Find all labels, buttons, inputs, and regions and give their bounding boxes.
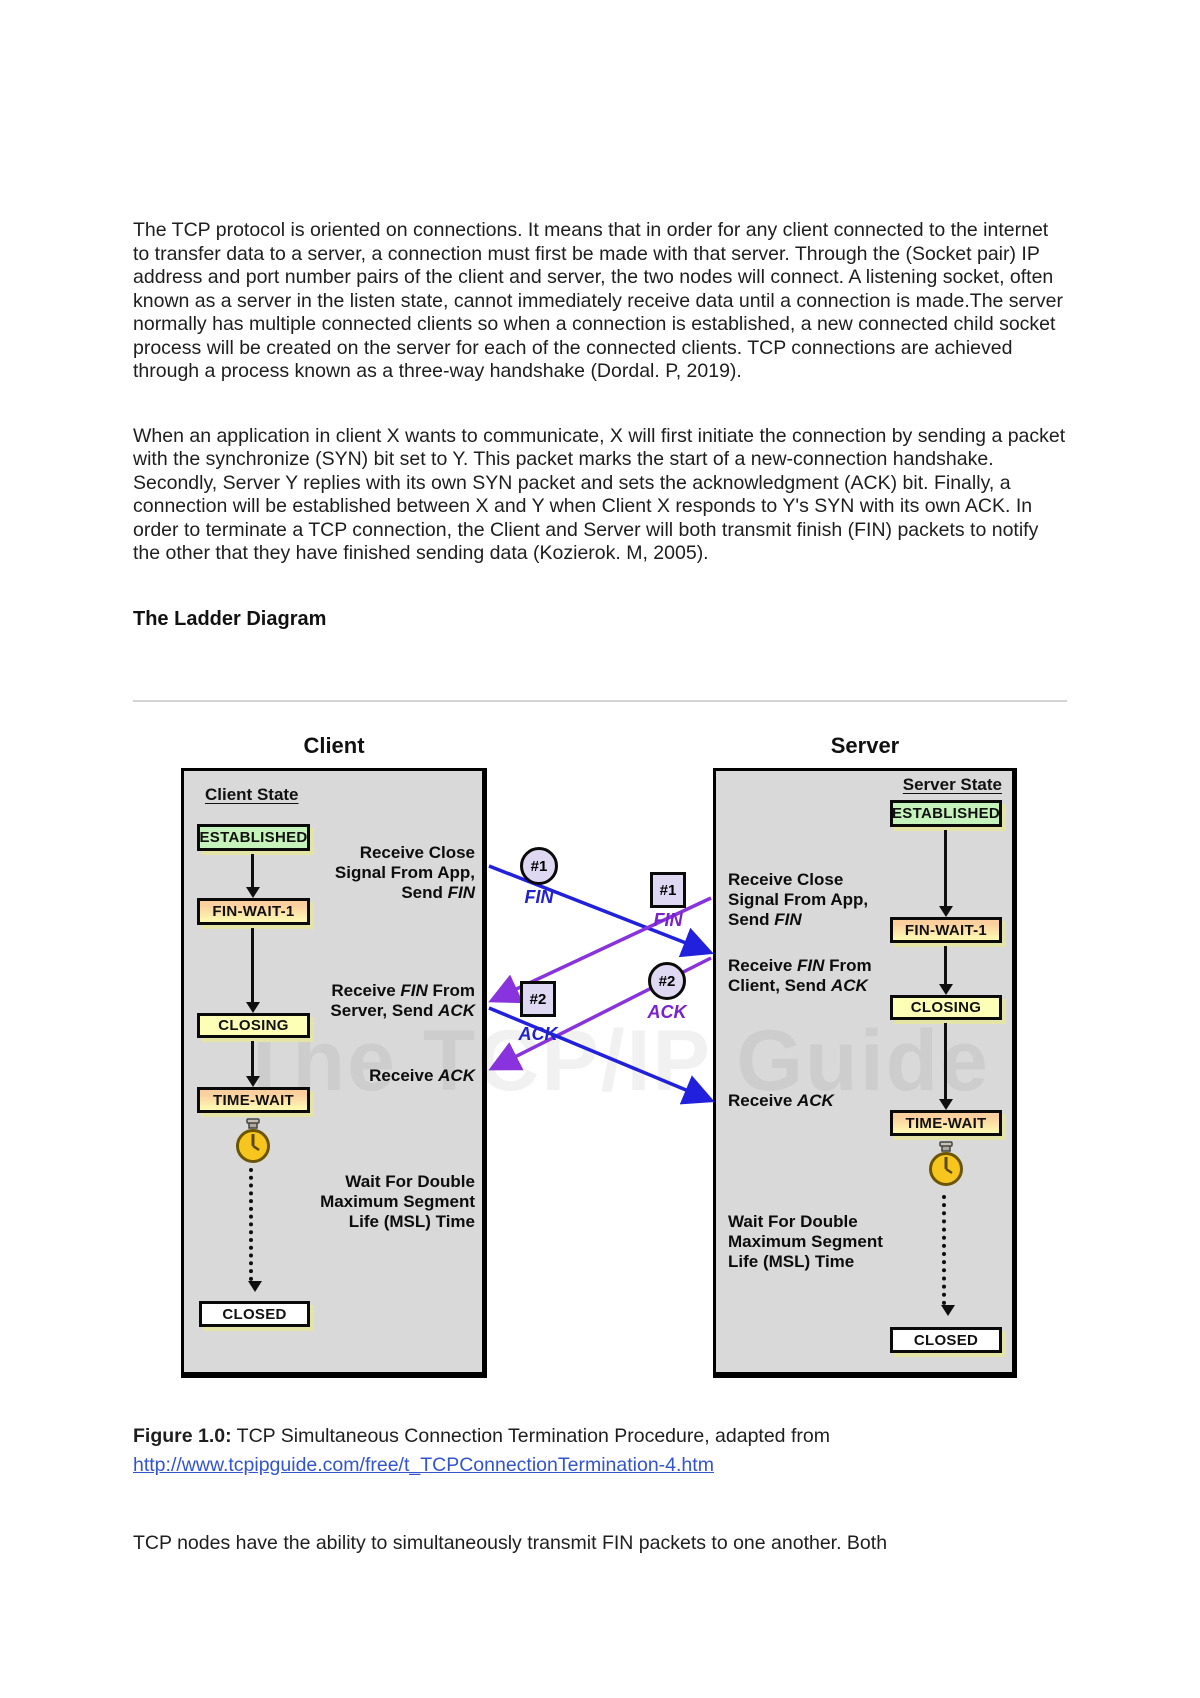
server-state-time-wait: TIME-WAIT — [890, 1110, 1002, 1136]
figure-caption: Figure 1.0: TCP Simultaneous Connection … — [133, 1422, 1068, 1480]
server-wait-dotted-arrow — [942, 1195, 946, 1305]
ladder-diagram: Client Server The TCP/IP Guide #1 FIN — [0, 700, 1200, 1424]
server-flow-arrow-1 — [944, 830, 947, 906]
client-state-fin-wait-1: FIN-WAIT-1 — [197, 898, 310, 925]
timer-icon — [929, 1141, 963, 1186]
ack-label-client: ACK — [518, 1024, 558, 1044]
fin-label-client: FIN — [524, 887, 554, 907]
server-annotation-receive-ack: Receive ACK — [728, 1091, 834, 1110]
client-state-header: Client State — [205, 785, 299, 804]
server-annotation-wait-msl: Wait For Double Maximum Segment Life (MS… — [728, 1212, 883, 1271]
message-2-badge-client: #2 — [520, 981, 556, 1017]
paragraph-handshake: When an application in client X wants to… — [133, 424, 1066, 565]
client-wait-dotted-arrow — [249, 1168, 253, 1281]
server-annotation-receive-close: Receive Close Signal From App, Send FIN — [728, 870, 869, 929]
server-state-closed: CLOSED — [890, 1327, 1002, 1353]
ack-arrow-client-to-server — [488, 1006, 715, 1105]
server-state-established: ESTABLISHED — [890, 800, 1002, 827]
fin-label-server: FIN — [653, 910, 683, 930]
figure-caption-text: TCP Simultaneous Connection Termination … — [231, 1425, 830, 1447]
client-panel — [181, 768, 487, 1378]
server-state-header: Server State — [902, 775, 1002, 794]
body-text: The TCP protocol is oriented on connecti… — [133, 219, 1068, 631]
server-state-fin-wait-1: FIN-WAIT-1 — [890, 917, 1002, 943]
figure-caption-label: Figure 1.0: — [133, 1425, 232, 1447]
horizontal-rule — [133, 700, 1067, 702]
paragraph-fin-simultaneous: TCP nodes have the ability to simultaneo… — [133, 1531, 888, 1554]
client-annotation-receive-close: Receive Close Signal From App, Send FIN — [334, 843, 475, 902]
client-annotation-receive-fin: Receive FIN From Server, Send ACK — [330, 981, 475, 1020]
server-flow-arrow-2 — [944, 946, 947, 984]
message-2-badge-server: #2 — [648, 962, 686, 1000]
server-flow-arrow-3 — [944, 1023, 947, 1099]
server-panel — [713, 768, 1017, 1378]
client-flow-arrow-3 — [251, 1041, 254, 1076]
client-state-established: ESTABLISHED — [197, 824, 310, 851]
message-1-badge-server: #1 — [650, 872, 686, 908]
timer-icon — [236, 1118, 270, 1163]
client-state-time-wait: TIME-WAIT — [197, 1087, 310, 1113]
client-flow-arrow-1 — [251, 854, 254, 887]
client-title: Client — [303, 733, 365, 758]
client-annotation-receive-ack: Receive ACK — [369, 1066, 475, 1085]
client-state-closed: CLOSED — [199, 1301, 310, 1327]
client-annotation-wait-msl: Wait For Double Maximum Segment Life (MS… — [320, 1172, 475, 1231]
paragraph-tcp-intro: The TCP protocol is oriented on connecti… — [133, 219, 1063, 382]
server-annotation-receive-fin: Receive FIN From Client, Send ACK — [728, 956, 872, 995]
message-1-badge-client: #1 — [520, 847, 558, 885]
figure-caption-link[interactable]: http://www.tcpipguide.com/free/t_TCPConn… — [133, 1454, 714, 1476]
ack-label-server: ACK — [647, 1002, 687, 1022]
section-heading: The Ladder Diagram — [133, 607, 327, 630]
client-flow-arrow-2 — [251, 928, 254, 1002]
server-state-closing: CLOSING — [890, 995, 1002, 1020]
server-title: Server — [830, 733, 900, 758]
client-state-closing: CLOSING — [197, 1013, 310, 1038]
